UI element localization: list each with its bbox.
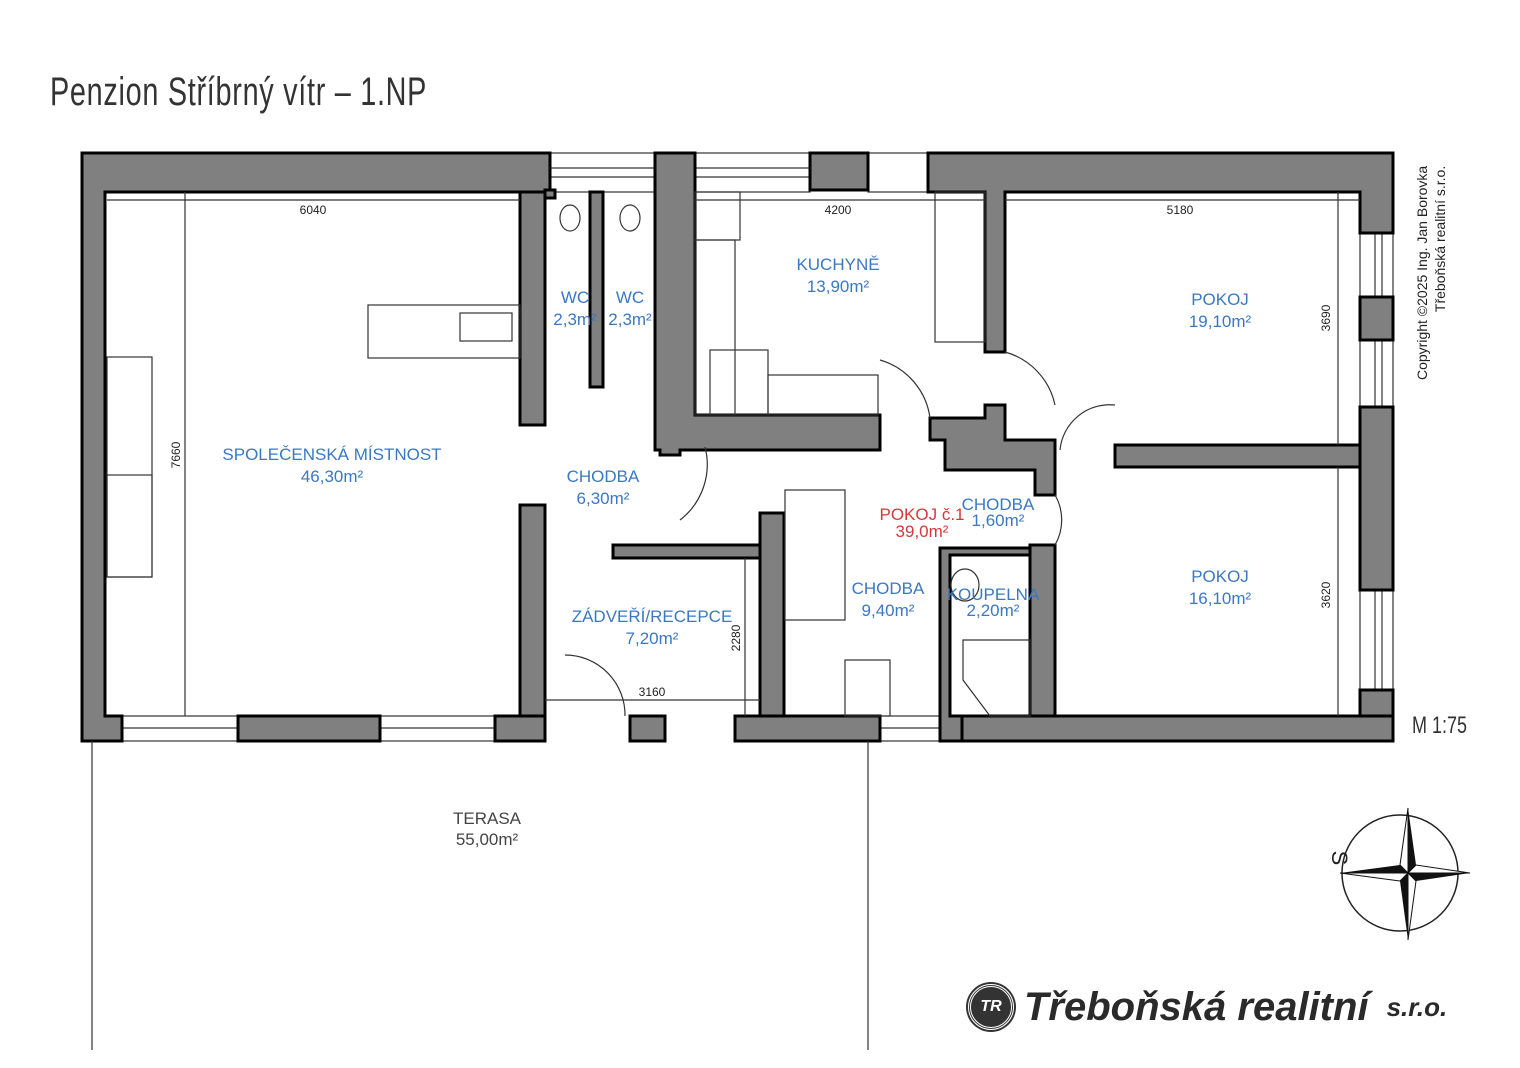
compass-rose-icon: [1339, 807, 1471, 941]
dimension: 3690: [1319, 304, 1333, 331]
room-name: SPOLEČENSKÁ MÍSTNOST: [222, 445, 441, 464]
fixtures: [91, 191, 1360, 1050]
room-name: KOUPELNA: [947, 585, 1040, 604]
logo-mark-icon: TR: [968, 984, 1014, 1030]
room-name: WC: [616, 288, 644, 307]
room-area: 39,0m²: [896, 522, 949, 541]
room-name: POKOJ: [1191, 567, 1249, 586]
room-name: TERASA: [453, 809, 522, 828]
dimensions: 6040 4200 5180 3160 7660 3690 3620 2280: [169, 203, 1333, 699]
logo-suffix: s.r.o.: [1386, 991, 1448, 1022]
room-area: 1,60m²: [972, 511, 1025, 530]
room-area: 2,20m²: [967, 601, 1020, 620]
room-area: 13,90m²: [807, 277, 870, 296]
dimension: 5180: [1167, 203, 1194, 217]
walls: [80, 151, 1395, 743]
dimension: 4200: [825, 203, 852, 217]
room-name: POKOJ č.1: [879, 505, 964, 524]
logo-name: Třeboňská realitní: [1024, 984, 1369, 1029]
copyright: Copyright ©2025 Ing. Jan Borovka Třeboňs…: [1413, 166, 1449, 380]
room-area: 55,00m²: [456, 830, 519, 849]
company-logo: TR Třeboňská realitní s.r.o.: [968, 984, 1447, 1030]
room-area: 7,20m²: [626, 629, 679, 648]
dimension: 7660: [169, 441, 183, 468]
room-area: 6,30m²: [577, 489, 630, 508]
room-name: CHODBA: [962, 495, 1035, 514]
room-area: 9,40m²: [862, 601, 915, 620]
room-area: 19,10m²: [1189, 312, 1252, 331]
room-name: CHODBA: [567, 467, 640, 486]
compass-label: S: [1327, 851, 1352, 866]
room-area: 2,3m²: [553, 310, 597, 329]
dimension: 3620: [1319, 581, 1333, 608]
copyright-line: Třeboňská realitní s.r.o.: [1432, 165, 1448, 313]
plan-title: Penzion Stříbrný vítr – 1.NP: [50, 70, 428, 114]
copyright-line: Copyright ©2025 Ing. Jan Borovka: [1414, 165, 1430, 380]
dimension: 2280: [729, 624, 743, 651]
room-name: ZÁDVEŘÍ/RECEPCE: [572, 607, 733, 626]
room-name: POKOJ: [1191, 290, 1249, 309]
room-name: CHODBA: [852, 579, 925, 598]
room-area: 16,10m²: [1189, 589, 1252, 608]
room-labels: SPOLEČENSKÁ MÍSTNOST 46,30m² WC 2,3m² WC…: [222, 255, 1251, 849]
room-name: WC: [561, 288, 589, 307]
dimension: 6040: [300, 203, 327, 217]
room-area: 2,3m²: [608, 310, 652, 329]
room-area: 46,30m²: [301, 467, 364, 486]
room-name: KUCHYNĚ: [796, 255, 879, 274]
dimension: 3160: [639, 685, 666, 699]
scale-label: M 1:75: [1412, 712, 1468, 739]
